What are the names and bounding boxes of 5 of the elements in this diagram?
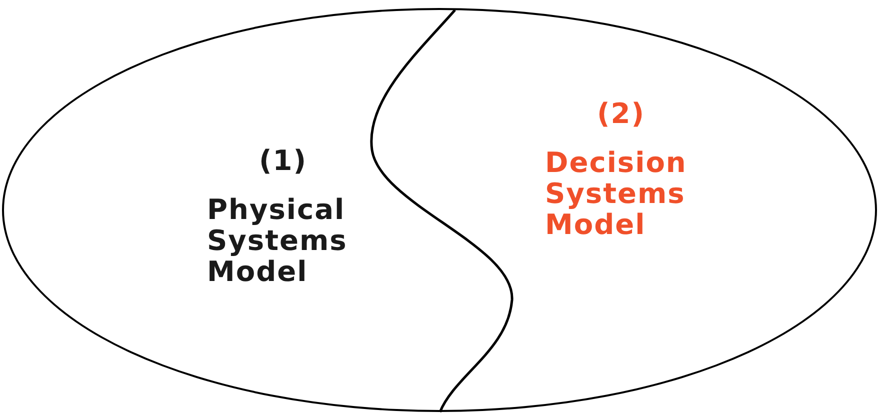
region-label: Physical Systems Model [207,194,348,287]
region-label: Decision Systems Model [545,147,688,240]
region-number: (1) [258,145,308,176]
region-number: (2) [596,98,646,129]
ellipse-outline [2,8,877,412]
